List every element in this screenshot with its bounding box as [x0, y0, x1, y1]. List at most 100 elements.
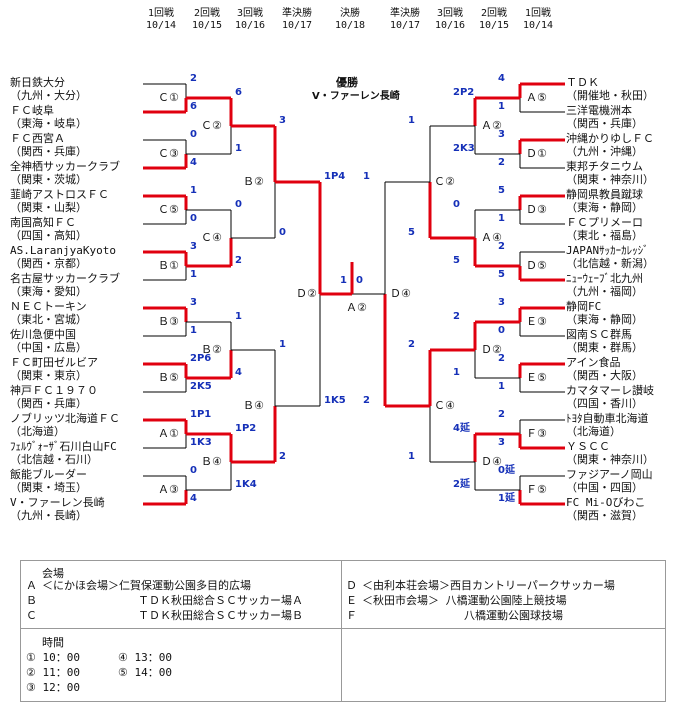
score-top: 0延: [498, 465, 515, 476]
match-label: Ａ⑤: [526, 91, 547, 104]
score-top: 3: [279, 115, 286, 126]
match-label: Ｂ②: [243, 175, 264, 188]
team-region: （中国・広島）: [10, 341, 87, 354]
score-top: 1P2: [235, 423, 257, 434]
team-region: （九州・福岡）: [566, 285, 643, 298]
team-region: （関東・神奈川）: [566, 453, 654, 466]
team-name: ＦＣ西宮Ａ: [10, 132, 65, 145]
team-region: （開催地・秋田）: [566, 89, 654, 102]
team-name: AS.LaranjyaKyoto: [10, 244, 116, 257]
match-label: Ｂ⑤: [158, 371, 179, 384]
venue-key: Ｅ: [346, 594, 357, 607]
score-top: 2: [453, 311, 460, 322]
champion-team: V・ファーレン長崎: [312, 91, 400, 102]
team-name: ノブリッツ北海道ＦＣ: [10, 412, 120, 425]
match-label: Ｂ②: [201, 343, 222, 356]
time-slot: ③ 12：00: [26, 681, 80, 694]
score-top: 1P1: [190, 409, 212, 420]
team-region: （九州・長崎）: [10, 509, 87, 522]
team-name: 三洋電機洲本: [566, 104, 632, 117]
venue-name: ＜由利本荘会場＞西目カントリーパークサッカー場: [362, 579, 615, 592]
score-top: 0: [235, 199, 242, 210]
match-label: Ｃ③: [158, 147, 179, 160]
score-bottom: 6: [190, 101, 197, 112]
score-top: 2: [190, 73, 197, 84]
match-label: Ｄ⑤: [526, 259, 547, 272]
score-top: 0: [190, 129, 197, 140]
team-name: 南国高知ＦＣ: [10, 216, 76, 229]
time-slot: ④ 13：00: [118, 651, 172, 664]
score-top: 4: [498, 73, 505, 84]
team-name: ＹＳＣＣ: [566, 440, 610, 453]
score-bottom: 0: [190, 213, 197, 224]
match-label: Ｅ⑤: [526, 371, 547, 384]
match-label: Ｂ④: [243, 399, 264, 412]
match-label: Ｂ①: [158, 259, 179, 272]
score-top: 1: [408, 115, 415, 126]
match-label: Ｃ④: [434, 399, 455, 412]
team-name: 名古屋サッカークラブ: [10, 272, 120, 285]
match-label: Ｃ②: [201, 119, 222, 132]
venues-title: 会場: [42, 567, 64, 580]
team-name: カマタマーレ讃岐: [566, 384, 654, 397]
team-name: 沖縄かりゆしＦＣ: [566, 132, 654, 145]
venue-key: Ｄ: [346, 579, 357, 592]
team-region: （関東・神奈川）: [566, 173, 654, 186]
match-label: Ｄ④: [390, 287, 411, 300]
venue-name: 八橋運動公園球技場: [464, 609, 563, 622]
team-region: （四国・香川）: [566, 397, 643, 410]
score-bottom: 5: [408, 227, 415, 238]
score-top: 2: [498, 353, 505, 364]
team-region: （関東・東京）: [10, 369, 87, 382]
score-top: 2: [498, 409, 505, 420]
score-bottom: 5: [453, 255, 460, 266]
team-name: ファジアーノ岡山: [566, 468, 653, 481]
team-name: 図南ＳＣ群馬: [566, 328, 632, 341]
team-region: （関東・埼玉）: [10, 481, 87, 494]
team-region: （四国・高知）: [10, 229, 87, 242]
time-slot: ② 11：00: [26, 666, 80, 679]
info-divider: [341, 560, 342, 702]
team-region: （東海・愛知）: [10, 285, 87, 298]
score-top: 0: [190, 465, 197, 476]
team-region: （九州・大分）: [10, 89, 87, 102]
team-name: JAPANｻｯｶｰｶﾚｯｼﾞ: [566, 244, 649, 257]
venue-name: ＴＤＫ秋田総合ＳＣサッカー場Ａ: [138, 594, 303, 607]
score-bottom: 1K5: [324, 395, 346, 406]
team-region: （九州・沖縄）: [566, 145, 643, 158]
score-bottom: 1: [498, 213, 505, 224]
score-top: 2: [408, 339, 415, 350]
team-name: V・ファーレン長崎: [10, 496, 105, 509]
score-top: 1: [279, 339, 286, 350]
score-bottom: 4: [235, 367, 242, 378]
score-top: 1P4: [324, 171, 346, 182]
team-name: 新日鉄大分: [10, 76, 65, 89]
champion-label: 優勝: [336, 76, 358, 89]
team-name: 静岡県教員蹴球: [566, 188, 643, 201]
team-region: （北海道）: [10, 425, 65, 438]
team-region: （関東・山梨）: [10, 201, 87, 214]
times-title: 時間: [42, 636, 64, 649]
team-name: FC Mi-Oびわこ: [566, 496, 646, 509]
match-label: Ｄ④: [481, 455, 502, 468]
time-slot: ⑤ 14：00: [118, 666, 172, 679]
team-region: （東北・宮城）: [10, 313, 87, 326]
team-name: 韮崎アストロスＦＣ: [10, 188, 109, 201]
team-region: （関東・茨城）: [10, 173, 87, 186]
match-label: Ｃ①: [158, 91, 179, 104]
match-label: Ｄ②: [296, 287, 317, 300]
score-top: 5: [498, 185, 505, 196]
score-bottom: 0: [279, 227, 286, 238]
score-top: 2P2: [453, 87, 475, 98]
score-bottom: 0: [356, 275, 363, 286]
venue-key: Ｂ: [26, 594, 37, 607]
team-region: （関西・大阪）: [566, 369, 643, 382]
